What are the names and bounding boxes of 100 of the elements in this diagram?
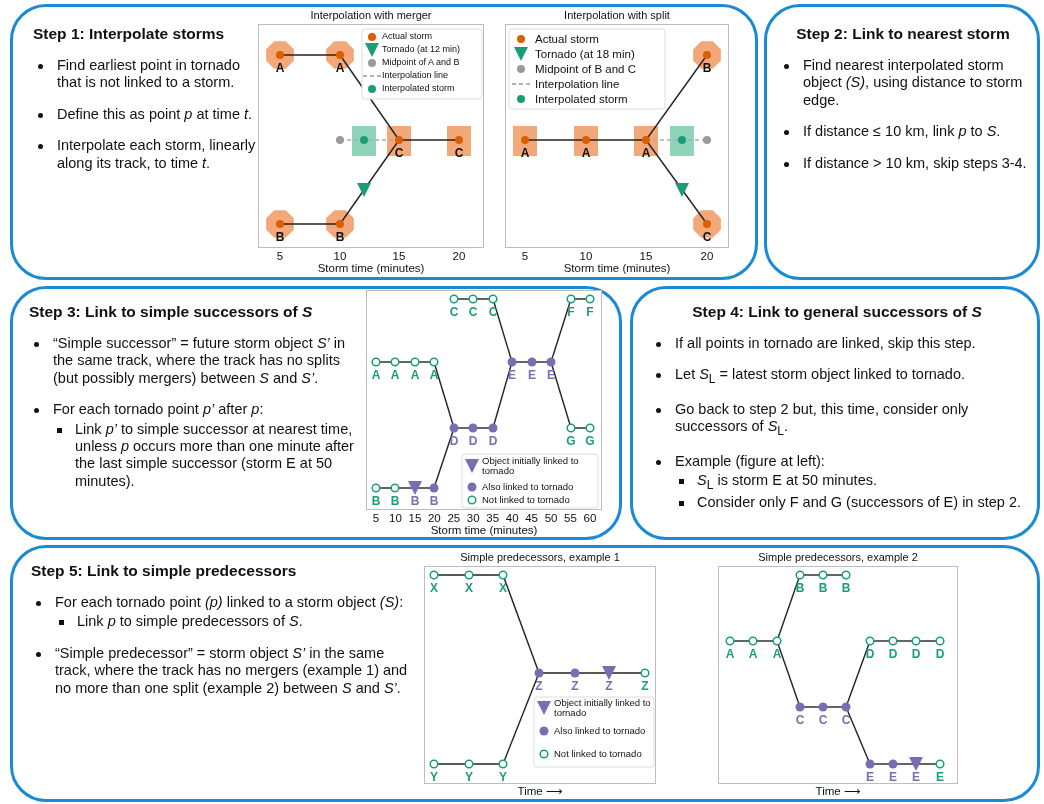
storm-letter: C [817, 714, 829, 726]
bullet-text: If distance > 10 km, skip steps 3-4. [779, 154, 1027, 172]
tick-label: 35 [485, 513, 501, 525]
legend-text: Tornado (at 18 min) [535, 47, 636, 61]
storm-letter: B [701, 62, 713, 74]
storm-letter: D [910, 648, 922, 660]
storm-letter: D [487, 435, 499, 447]
storm-letter: B [817, 582, 829, 594]
step-heading: Step 2: Link to nearest storm [795, 25, 1011, 43]
storm-letter: Y [464, 771, 474, 783]
tick-label: 5 [371, 513, 381, 525]
tick-label: 5 [520, 251, 530, 263]
legend-text: Not linked to tornado [482, 494, 571, 506]
tick-label: 10 [332, 251, 348, 263]
step-heading: Step 4: Link to general successors of S [691, 303, 983, 321]
storm-letter: Y [429, 771, 439, 783]
plot-title: Interpolation with merger [309, 10, 433, 21]
sub-bullet-text: Consider only F and G (successors of E) in step 2. [651, 494, 1023, 512]
storm-letter: E [888, 771, 898, 783]
tick-label: 50 [543, 513, 559, 525]
storm-letter: B [840, 582, 852, 594]
legend-text: Also linked to tornado [554, 725, 647, 737]
legend-text: Actual storm [535, 32, 600, 46]
storm-letter: X [464, 582, 474, 594]
bullet-text: Go back to step 2 but, this time, consider only successors of S$_{L}$. [651, 400, 1023, 439]
storm-letter: B [389, 495, 401, 507]
tick-label: 10 [388, 513, 403, 525]
tick-label: 15 [391, 251, 407, 263]
bullet-text: Find earliest point in tornado that is not linked to a storm. [33, 57, 261, 92]
storm-letter: X [429, 582, 439, 594]
storm-letter: X [498, 582, 508, 594]
tick-label: 5 [275, 251, 285, 263]
plot-title: Simple predecessors, example 1 [459, 552, 621, 563]
storm-letter: B [370, 495, 382, 507]
storm-letter: B [794, 582, 806, 594]
storm-letter: D [448, 435, 460, 447]
tick-label: 60 [582, 513, 598, 525]
legend-text: Midpoint of B and C [535, 62, 637, 76]
legend-text: Interpolation line [382, 71, 450, 81]
storm-letter: C [701, 231, 713, 243]
plot-title: Simple predecessors, example 2 [757, 552, 919, 563]
tick-label: 20 [451, 251, 467, 263]
tick-label: 45 [524, 513, 539, 525]
plot-title: Interpolation with split [563, 10, 671, 21]
bullet-text: If all points in tornado are linked, skip this step. [651, 335, 1023, 353]
tick-label: 20 [426, 513, 442, 525]
sub-bullet-text: S$_{L}$ is storm E at 50 minutes. [651, 471, 1023, 493]
storm-letter: E [527, 369, 537, 381]
sub-bullet-text: Link p to simple predecessors of S. [31, 613, 416, 631]
step-panel [10, 4, 758, 280]
storm-letter: F [566, 306, 576, 318]
bullet-text: For each tornado point p’ after p: [29, 401, 363, 419]
step-panel [630, 286, 1040, 540]
storm-letter: G [565, 435, 577, 447]
storm-letter: Y [498, 771, 508, 783]
legend-text: Object initially linked to tornado [554, 697, 651, 719]
tick-label: 55 [563, 513, 578, 525]
tick-label: 30 [465, 513, 481, 525]
bullet-text: “Simple successor” = future storm object S’ in the same track, where the track has no splits (but possibly mergers) between S and S’. [29, 335, 363, 388]
legend-text: Interpolated storm [382, 84, 456, 94]
step-panel [10, 545, 1040, 802]
sub-bullet-text: Link p’ to simple successor at nearest time, unless p occurs more than one minute after the last simple successor (storm E at 50 minutes). [29, 420, 363, 491]
bullet-text: Find nearest interpolated storm object (S), using distance to storm edge. [779, 57, 1027, 110]
storm-letter: A [409, 369, 421, 381]
axis-label: Time ⟶ [814, 786, 862, 798]
storm-letter: C [794, 714, 806, 726]
storm-letter: E [935, 771, 945, 783]
bullet-text: Let S$_{L}$ = latest storm object linked to tornado. [651, 366, 1023, 387]
legend-text: Not linked to tornado [554, 748, 643, 760]
storm-letter: E [865, 771, 875, 783]
storm-letter: A [334, 62, 346, 74]
bullet-text: Define this as point p at time t. [33, 105, 261, 124]
storm-letter: A [370, 369, 382, 381]
storm-letter: D [864, 648, 876, 660]
bullet-text: If distance ≤ 10 km, link p to S. [779, 123, 1027, 141]
storm-letter: A [771, 648, 783, 660]
legend-text: Midpoint of A and B [382, 58, 461, 68]
storm-letter: B [274, 231, 286, 243]
step-heading: Step 1: Interpolate storms [33, 25, 226, 43]
storm-letter: A [724, 648, 736, 660]
axis-label: Time ⟶ [516, 786, 564, 798]
storm-letter: D [887, 648, 899, 660]
legend-text: Actual storm [382, 32, 433, 42]
storm-letter: A [274, 62, 286, 74]
tick-label: 15 [638, 251, 654, 263]
storm-letter: G [584, 435, 596, 447]
legend-text: Interpolated storm [535, 92, 629, 106]
storm-letter: A [747, 648, 759, 660]
storm-letter: F [585, 306, 595, 318]
storm-letter: B [334, 231, 346, 243]
step-heading: Step 3: Link to simple successors of S [29, 303, 314, 321]
tick-label: 20 [699, 251, 715, 263]
storm-letter: C [448, 306, 460, 318]
storm-letter: D [467, 435, 479, 447]
storm-letter: Z [640, 680, 650, 692]
bullet-text: Example (figure at left): [651, 452, 1023, 470]
storm-letter: C [467, 306, 479, 318]
storm-letter: A [389, 369, 401, 381]
storm-letter: D [934, 648, 946, 660]
axis-label: Storm time (minutes) [316, 263, 426, 275]
